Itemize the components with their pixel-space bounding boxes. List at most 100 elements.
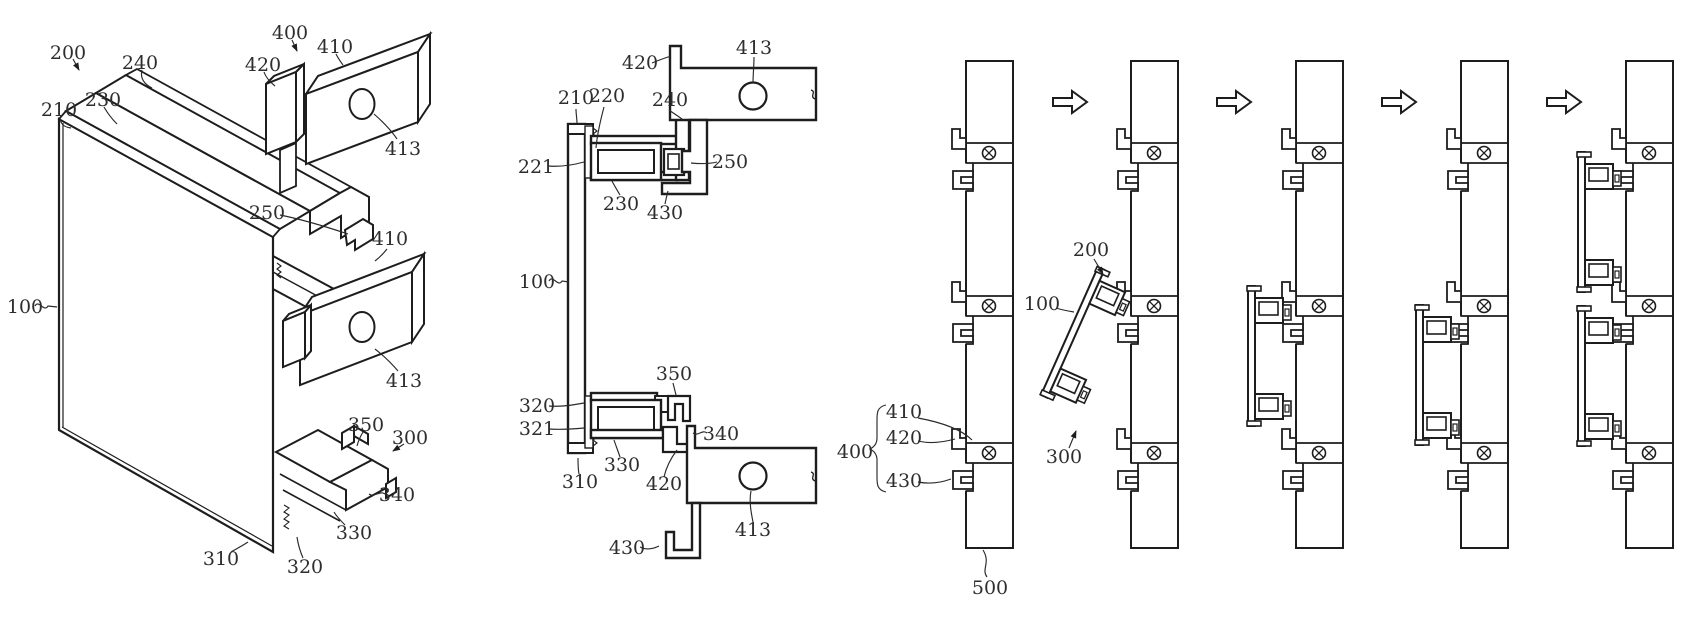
wall-rail-step-1 — [952, 61, 1013, 548]
leader-413b — [374, 348, 399, 372]
leader-413 — [752, 56, 755, 84]
ref-label: 330 — [604, 454, 640, 476]
panel-hung-step-3 — [1247, 286, 1291, 426]
ref-label: 410 — [372, 228, 408, 250]
leader-200 — [1093, 258, 1104, 275]
leader-300 — [392, 443, 405, 452]
hook-250 — [343, 217, 374, 252]
leader-413b — [749, 490, 754, 523]
figure-cross-section: 420 413 210 220 240 221 250 230 430 100 … — [518, 37, 818, 560]
step-arrow-icon — [1052, 90, 1088, 114]
leader-221 — [548, 161, 585, 167]
wall-rail-step-4 — [1447, 61, 1508, 548]
ref-label: 310 — [562, 471, 598, 493]
ref-label: 410 — [886, 401, 922, 423]
leader-100 — [548, 278, 570, 284]
ref-label: 410 — [317, 36, 353, 58]
step-arrow-icon — [1546, 90, 1582, 114]
leader-310 — [577, 457, 580, 475]
ref-label: 100 — [1024, 293, 1060, 315]
leader-400 — [291, 39, 298, 52]
leader-321 — [548, 427, 585, 430]
panel-lower-step-5 — [1577, 306, 1621, 446]
ref-label: 300 — [1046, 446, 1082, 468]
ref-label: 240 — [122, 52, 158, 74]
ref-label: 500 — [972, 577, 1008, 599]
leader-430 — [917, 478, 952, 484]
panel-body — [57, 109, 282, 554]
brace-400 — [868, 404, 887, 493]
ref-label: 310 — [203, 548, 239, 570]
ref-label: 250 — [249, 202, 285, 224]
ref-label: 100 — [519, 271, 555, 293]
bolt-hole-413 — [348, 311, 376, 343]
ref-label: 320 — [519, 395, 555, 417]
step-arrow-icon — [1381, 90, 1417, 114]
bottom-rail-profile — [589, 391, 696, 454]
leader-330 — [333, 511, 346, 526]
leader-210 — [575, 108, 578, 124]
ref-label: 200 — [1073, 239, 1109, 261]
leader-413 — [373, 113, 398, 140]
leader-250 — [279, 214, 349, 235]
leader-210 — [59, 116, 72, 129]
leader-410 — [917, 417, 973, 441]
ref-label: 420 — [245, 54, 281, 76]
leader-500 — [982, 549, 988, 578]
panel-seated-step-4 — [1415, 305, 1459, 445]
ref-label: 230 — [85, 89, 121, 111]
ref-label: 413 — [386, 370, 422, 392]
bottom-rail-channel — [273, 424, 397, 530]
leader-240 — [668, 109, 683, 120]
arm-420 — [265, 70, 297, 156]
hook-350 — [666, 394, 692, 423]
bolt-hole-413 — [738, 461, 768, 491]
ref-label: 413 — [735, 519, 771, 541]
break-mark — [810, 471, 816, 482]
ref-label: 430 — [609, 537, 645, 559]
ref-label: 400 — [837, 441, 873, 463]
ref-label: 210 — [41, 99, 77, 121]
leader-350 — [356, 431, 364, 447]
leader-410b — [374, 248, 388, 262]
leader-430 — [664, 190, 669, 205]
leader-320 — [296, 536, 304, 559]
leader-340 — [368, 492, 386, 496]
leader-230 — [103, 106, 118, 125]
step-arrow-icon — [1216, 90, 1252, 114]
leader-230 — [611, 180, 621, 196]
ref-label: 413 — [385, 138, 421, 160]
ref-label: 240 — [652, 89, 688, 111]
ref-label: 250 — [712, 151, 748, 173]
ref-label: 321 — [519, 418, 555, 440]
upper-wall-bracket — [265, 30, 433, 195]
top-rail-profile — [589, 116, 691, 182]
leader-420 — [917, 438, 956, 444]
ref-label: 420 — [622, 52, 658, 74]
ref-label: 200 — [50, 42, 86, 64]
leader-100 — [1055, 307, 1075, 313]
leader-350 — [672, 382, 677, 396]
break-mark — [810, 89, 816, 100]
upper-bracket-profile — [660, 44, 818, 196]
ref-label: 400 — [272, 22, 308, 44]
ref-label: 210 — [558, 87, 594, 109]
leader-100 — [34, 303, 58, 309]
ref-label: 430 — [647, 202, 683, 224]
leader-250 — [690, 161, 718, 165]
arm-420 — [282, 310, 306, 369]
ref-label: 350 — [348, 414, 384, 436]
ref-label: 230 — [603, 193, 639, 215]
leader-300 — [1068, 430, 1077, 449]
ref-label: 340 — [379, 484, 415, 506]
figure-isometric: 200 240 400 410 420 210 230 413 250 410 … — [7, 22, 433, 578]
ref-label: 320 — [287, 556, 323, 578]
ref-label: 220 — [589, 85, 625, 107]
leader-420 — [263, 71, 276, 87]
ref-label: 100 — [7, 296, 43, 318]
leader-330 — [613, 439, 621, 458]
ref-label: 413 — [736, 37, 772, 59]
middle-wall-bracket — [282, 250, 427, 387]
leader-220 — [595, 106, 605, 149]
